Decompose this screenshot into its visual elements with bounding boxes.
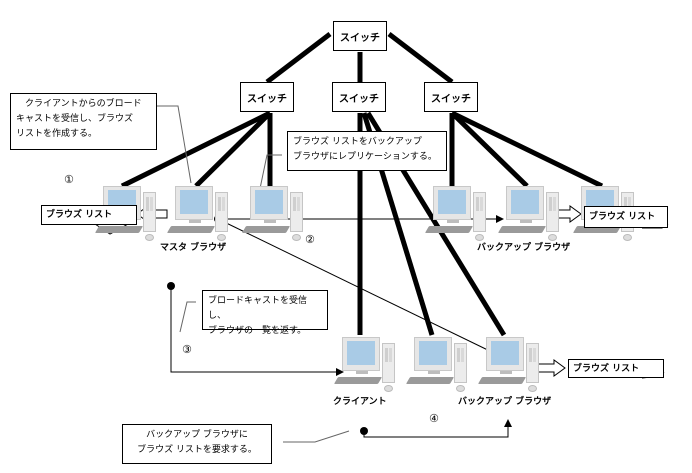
note-request-list: バックアップ ブラウザに ブラウズ リストを要求する。 [122,424,272,464]
leader-broadcast-note [179,301,196,333]
link-top-to-right-switch [387,32,454,84]
broadcast-arrow [170,286,344,376]
link-top-to-left-switch [265,32,332,84]
client-request-dot [360,427,368,435]
step-1-marker: ① [64,173,74,186]
switch-left: スイッチ [240,82,294,112]
step-4-marker: ④ [429,412,439,425]
note-replicate: ブラウズ リストをバックアップ ブラウザにレプリケーションする。 [287,131,447,171]
computer-pc3 [241,186,306,242]
switch-middle: スイッチ [332,82,386,112]
note-broadcast-reply: ブロードキャストを受信し、 ブラウザの一覧を返す。 [202,290,328,336]
master-to-backup-bottom-arrow [217,218,497,355]
label-backup-browser-top: バックアップ ブラウザ [477,243,571,253]
computer-pc5 [405,337,470,393]
leader-master-note [157,105,192,184]
link-left-switch-pc1 [120,110,272,189]
computer-backup-browser-top [497,186,562,242]
note-master-creates-list: クライアントからのブロード キャストを受信し、ブラウズ リストを作成する。 [10,93,157,150]
computer-backup-browser-bottom [477,337,542,393]
computer-pc-a [424,186,489,242]
broadcast-dot [167,282,175,290]
label-client: クライアント [333,397,387,407]
computer-client [333,337,398,393]
label-master-browser: マスタ ブラウザ [160,243,227,253]
link-left-switch-pc2 [194,111,272,188]
link-right-switch-pc-c [450,110,604,189]
leader-request-note [283,430,350,443]
label-backup-browser-bottom: バックアップ ブラウザ [458,397,552,407]
computer-master-browser [166,186,231,242]
switch-top: スイッチ [333,21,387,51]
switch-right: スイッチ [424,82,478,112]
step-2-marker: ② [305,233,315,246]
step-3-marker: ③ [182,343,192,356]
link-right-switch-backup-top [450,111,529,188]
